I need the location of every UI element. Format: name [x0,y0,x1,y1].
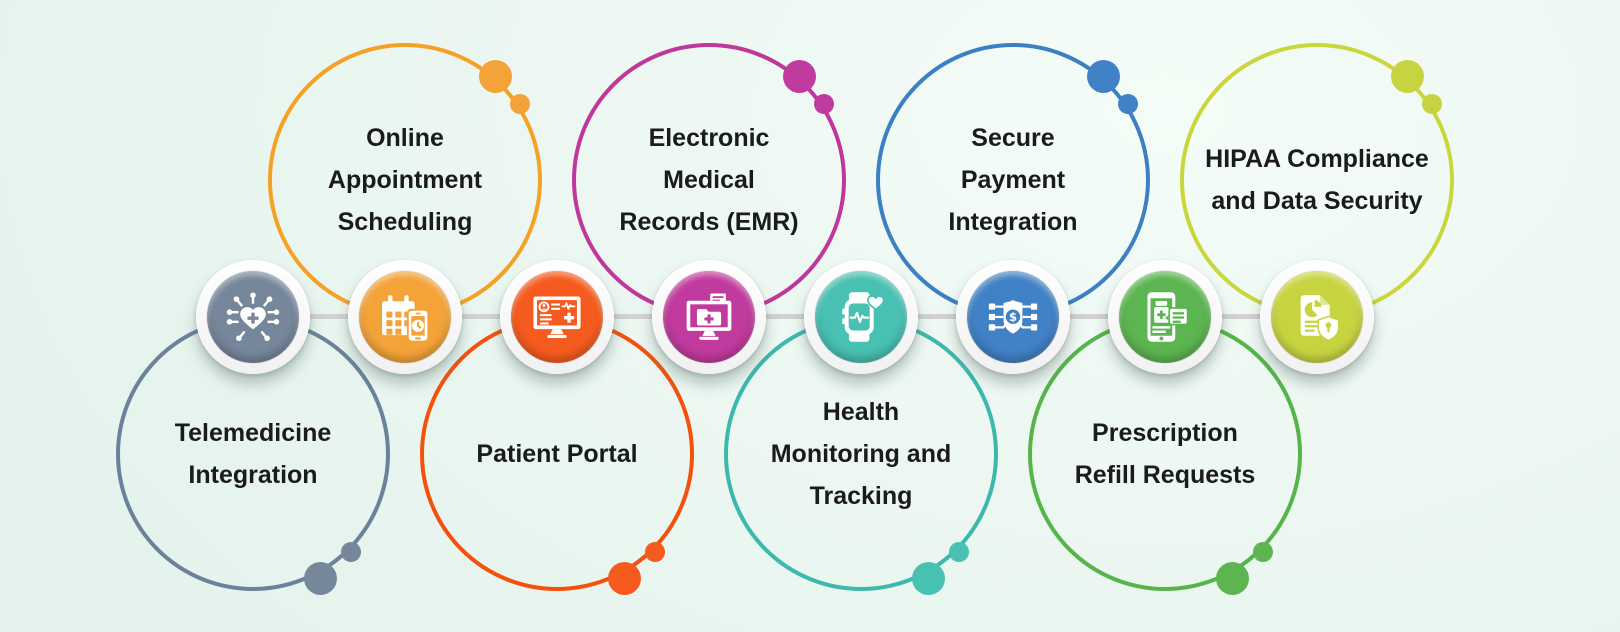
feature-label: Telemedicine Integration [163,412,344,496]
satellite-dot-small [341,542,361,562]
badge-circle [207,271,299,363]
feature-label-line: Patient Portal [476,440,638,468]
badge-circle [359,271,451,363]
feature-label-line: Online [366,124,444,152]
satellite-dot-large [783,60,816,93]
badge-circle [815,271,907,363]
monitor-medical-folder-icon [686,293,732,340]
feature-badge-telemedicine [196,260,310,374]
feature-label-line: Monitoring and [770,440,952,468]
feature-badge-patient-portal [500,260,614,374]
feature-label-line: Electronic [648,124,770,152]
timeline-connector [253,314,1317,319]
calendar-phone-icon [382,295,430,343]
satellite-dot-large [1216,562,1249,595]
satellite-dot-large [608,562,641,595]
feature-label-line: Prescription [1092,419,1238,447]
feature-label-line: Integration [948,208,1078,236]
satellite-dot-large [479,60,512,93]
satellite-dot-small [645,542,665,562]
satellite-dot-large [1391,60,1424,93]
feature-label-line: Payment [960,166,1066,194]
feature-label: Secure Payment Integration [936,117,1089,243]
telemedicine-heart-network-icon [226,292,280,342]
feature-label-line: Telemedicine [174,419,332,447]
feature-circle-hipaa-compliance-data-security: HIPAA Compliance and Data Security [1180,43,1454,317]
satellite-dot-small [949,542,969,562]
document-security-shield-icon [1300,295,1340,342]
feature-label-line: Appointment [327,166,483,194]
feature-label: Health Monitoring and Tracking [759,391,964,517]
satellite-dot-small [510,94,530,114]
monitor-patient-record-icon [533,296,581,339]
secure-payment-circuit-icon: $ [988,300,1038,334]
feature-label-line: HIPAA Compliance [1205,145,1429,173]
feature-circle-health-monitoring-tracking: Health Monitoring and Tracking [724,317,998,595]
satellite-dot-large [304,562,337,595]
satellite-dot-small [1422,94,1442,114]
feature-label-line: Records (EMR) [619,208,799,236]
feature-badge-hipaa-compliance [1260,260,1374,374]
feature-badge-online-appointment [348,260,462,374]
phone-prescription-icon [1147,292,1189,342]
badge-circle [511,271,603,363]
feature-label-line: and Data Security [1211,187,1423,215]
feature-label: Electronic Medical Records (EMR) [607,117,810,243]
feature-label-line: Tracking [809,482,913,510]
badge-circle: $ [967,271,1059,363]
feature-badge-secure-payment: $ [956,260,1070,374]
feature-badge-health-monitoring [804,260,918,374]
satellite-dot-small [1253,542,1273,562]
feature-label: Patient Portal [464,433,649,475]
feature-label-line: Refill Requests [1074,461,1256,489]
feature-label-line: Secure [971,124,1055,152]
feature-label: Prescription Refill Requests [1063,412,1268,496]
smartwatch-heart-icon [842,292,885,342]
feature-label: HIPAA Compliance and Data Security [1193,138,1441,222]
satellite-dot-small [814,94,834,114]
feature-badge-prescription-refill [1108,260,1222,374]
satellite-dot-small [1118,94,1138,114]
feature-circle-prescription-refill-requests: Prescription Refill Requests [1028,317,1302,595]
badge-circle [1119,271,1211,363]
satellite-dot-large [1087,60,1120,93]
feature-label-line: Integration [188,461,318,489]
feature-label-line: Medical [663,166,755,194]
feature-label: Online Appointment Scheduling [316,117,494,243]
badge-circle [663,271,755,363]
badge-circle [1271,271,1363,363]
satellite-dot-large [912,562,945,595]
feature-badge-emr [652,260,766,374]
feature-label-line: Scheduling [337,208,473,236]
svg-text:$: $ [1009,310,1017,324]
feature-label-line: Health [822,398,900,426]
feature-circle-secure-payment-integration: Secure Payment Integration [876,43,1150,317]
